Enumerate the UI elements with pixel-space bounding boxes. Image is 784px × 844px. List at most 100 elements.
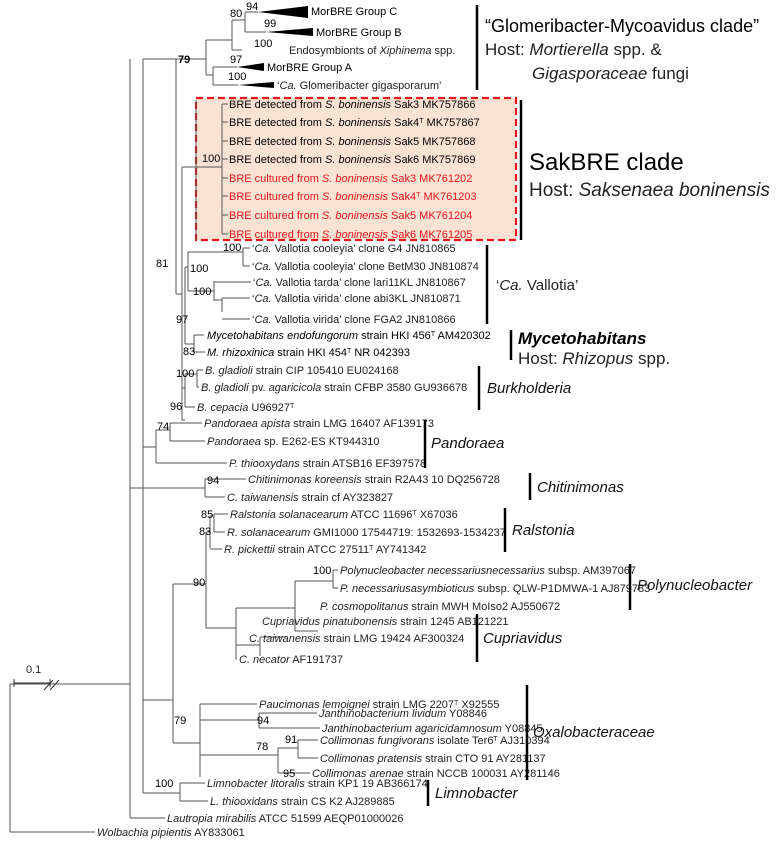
taxon-pandoraea-3: P. thiooxydans strain ATSB16 EF397578 [229, 458, 426, 470]
triangle-morbre-c [258, 6, 308, 18]
taxon-vallotia-3: ‘Ca. Vallotia tarda’ clone lari11KL JN81… [253, 277, 466, 289]
bootstrap-value: 100 [254, 38, 272, 50]
bootstrap-value: 100 [176, 368, 194, 380]
taxon-sakbre-8: BRE cultured from S. boninensis Sak6 MK7… [229, 229, 472, 241]
taxon-sakbre-1: BRE detected from S. boninensis Sak3 MK7… [229, 99, 475, 111]
clade-label-oxalobacteraceae: Oxalobacteraceae [533, 724, 655, 741]
taxon-wolbachia: Wolbachia pipientis AY833061 [97, 827, 245, 839]
clade-label-vallotia: ‘Ca. Vallotia’ [496, 277, 578, 294]
taxon-paucimonas: Paucimonas lemoignei strain LMG 2207T X9… [259, 699, 499, 711]
clade-label-cupriavidus: Cupriavidus [483, 630, 563, 647]
bootstrap-value: 79 [174, 715, 186, 727]
clade-label-polynucleobacter: Polynucleobacter [637, 577, 753, 594]
taxon-labels: MorBRE Group C MorBRE Group B Endosymbio… [267, 6, 455, 92]
taxon-oxalobacteraceae-2: Janthinobacterium agaricidamnosum Y08845 [321, 723, 543, 735]
branch-break-mark [49, 679, 60, 691]
triangle-morbre-a [237, 63, 264, 71]
taxon-vallotia-4: ‘Ca. Vallotia virida’ clone abi3KL JN810… [252, 293, 461, 305]
taxon-morbre-a: MorBRE Group A [267, 62, 353, 74]
taxon-sakbre-5: BRE cultured from S. boninensis Sak3 MK7… [229, 173, 472, 185]
sakbre-highlight-box [194, 96, 518, 242]
clade-host-sakbre: Host: Saksenaea boninensis [529, 180, 770, 201]
taxon-pandoraea-1: Pandoraea apista strain LMG 16407 AF1391… [204, 418, 434, 430]
branch-break-mark [43, 679, 54, 691]
bootstrap-value: 95 [283, 768, 295, 780]
taxon-burkholderia-3: B. cepacia U96927T [197, 402, 295, 414]
clade-label-chitinimonas: Chitinimonas [537, 479, 624, 496]
bootstrap-value: 85 [201, 509, 213, 521]
clade-host-glomeribacter-2: Gigasporaceae fungi [532, 64, 689, 83]
clade-host-mycetohabitans: Host: Rhizopus spp. [518, 349, 670, 368]
taxon-morbre-c: MorBRE Group C [311, 6, 397, 18]
taxon-sakbre-2: BRE detected from S. boninensis Sak4T MK… [229, 117, 480, 129]
bootstrap-value: 91 [285, 734, 297, 746]
taxon-mycetohabitans-endofungorum: Mycetohabitans endofungorum strain HKI 4… [207, 330, 491, 342]
bootstrap-value: 94 [207, 475, 219, 487]
taxon-burkholderia-1: B. gladioli strain CIP 105410 EU024168 [205, 365, 399, 377]
clade-label-burkholderia: Burkholderia [487, 380, 571, 397]
taxon-cupriavidus-3: C. necator AF191737 [239, 654, 343, 666]
taxon-mycetohabitans-rhizoxinica: M. rhizoxinica strain HKI 454T NR 042393 [207, 347, 410, 359]
bootstrap-value: 100 [313, 565, 331, 577]
taxon-burkholderia-2: B. gladioli pv. agaricicola strain CFBP … [201, 382, 467, 394]
bootstrap-value: 94 [257, 715, 269, 727]
other-taxon-labels: Mycetohabitans endofungorum strain HKI 4… [97, 330, 650, 839]
taxon-morbre-b: MorBRE Group B [316, 27, 402, 39]
taxon-limnobacter-1: Limnobacter litoralis strain KP1 19 AB36… [207, 778, 428, 790]
taxon-polynucleobacter-1: Polynucleobacter necessariusnecessarius … [340, 565, 636, 577]
clade-label-limnobacter: Limnobacter [435, 785, 519, 802]
tree-branches [9, 11, 338, 833]
bootstrap-value: 80 [230, 8, 242, 20]
bootstrap-value: 97 [176, 314, 188, 326]
bootstrap-value: 100 [190, 263, 208, 275]
bootstrap-value: 97 [230, 54, 242, 66]
bootstrap-value: 79 [178, 54, 190, 66]
bootstrap-value: 81 [156, 258, 168, 270]
clade-labels: “Glomeribacter-Mycoavidus clade” Host: M… [431, 16, 770, 802]
taxon-glomeribacter: ‘Ca. Glomeribacter gigasporarum’ [277, 80, 441, 92]
taxon-oxalobacteraceae-4: Collimonas pratensis strain CTO 91 AY281… [320, 753, 546, 765]
triangle-glomeribacter [238, 82, 274, 88]
bootstrap-values: 80 94 99 100 97 79 100 100 100 100 100 9… [155, 1, 331, 790]
taxon-chitinimonas-2: C. taiwanensis strain cf AY323827 [227, 492, 393, 504]
clade-label-pandoraea: Pandoraea [431, 435, 504, 452]
taxon-ralstonia-2: R. solanacearum GMI1000 17544719: 153269… [227, 527, 506, 539]
bootstrap-value: 74 [157, 421, 169, 433]
bootstrap-value: 100 [223, 242, 241, 254]
bootstrap-value: 94 [246, 1, 258, 13]
sakbre-taxon-labels: BRE detected from S. boninensis Sak3 MK7… [229, 99, 480, 241]
taxon-oxalobacteraceae-3: Collimonas fungivorans isolate Ter6T AJ3… [320, 735, 550, 747]
clade-bars [423, 5, 632, 806]
taxon-cupriavidus-1: Cupriavidus pinatubonensis strain 1245 A… [262, 616, 508, 628]
bootstrap-value: 100 [193, 286, 211, 298]
taxon-polynucleobacter-2: P. necessariusasymbioticus subsp. QLW-P1… [340, 583, 650, 595]
taxon-vallotia-5: ‘Ca. Vallotia virida’ clone FGA2 JN81086… [252, 314, 456, 326]
taxon-cupriavidus-2: C. taiwanensis strain LMG 19424 AF300324 [249, 633, 464, 645]
taxon-oxalobacteraceae-1: Janthinobacterium lividum Y08846 [318, 708, 487, 720]
clade-host-glomeribacter-1: Host: Mortierella spp. & [485, 40, 662, 59]
bootstrap-value: 99 [264, 18, 276, 30]
taxon-sakbre-6: BRE cultured from S. boninensis Sak4T MK… [229, 191, 477, 203]
vallotia-taxon-labels: ‘Ca. Vallotia cooleyia’ clone G4 JN81086… [252, 243, 479, 326]
taxon-vallotia-1: ‘Ca. Vallotia cooleyia’ clone G4 JN81086… [252, 243, 456, 255]
bootstrap-value: 100 [155, 778, 173, 790]
taxon-ralstonia-1: Ralstonia solanacearum ATCC 11696T X6703… [230, 509, 458, 521]
bootstrap-value: 90 [193, 577, 205, 589]
taxon-sakbre-7: BRE cultured from S. boninensis Sak5 MK7… [229, 210, 472, 222]
taxon-vallotia-2: ‘Ca. Vallotia cooleyia’ clone BetM30 JN8… [252, 261, 479, 273]
taxon-chitinimonas-1: Chitinimonas koreensis strain R2A43 10 D… [248, 474, 500, 486]
bootstrap-value: 96 [170, 401, 182, 413]
taxon-limnobacter-2: L. thiooxidans strain CS K2 AJ289885 [210, 796, 395, 808]
bootstrap-value: 100 [202, 153, 220, 165]
bootstrap-value: 83 [183, 346, 195, 358]
taxon-lautropia: Lautropia mirabilis ATCC 51599 AEQP01000… [167, 813, 403, 825]
scale-bar-label: 0.1 [26, 664, 41, 676]
taxon-ralstonia-3: R. pickettii strain ATCC 27511T AY741342 [224, 544, 426, 556]
taxon-polynucleobacter-3: P. cosmopolitanus strain MWH MoIso2 AJ55… [320, 601, 560, 613]
bootstrap-value: 83 [199, 526, 211, 538]
taxon-sakbre-3: BRE detected from S. boninensis Sak5 MK7… [229, 136, 475, 148]
clade-title-mycetohabitans: Mycetohabitans [518, 329, 646, 348]
bootstrap-value: 100 [228, 71, 246, 83]
clade-title-sakbre: SakBRE clade [529, 149, 684, 176]
